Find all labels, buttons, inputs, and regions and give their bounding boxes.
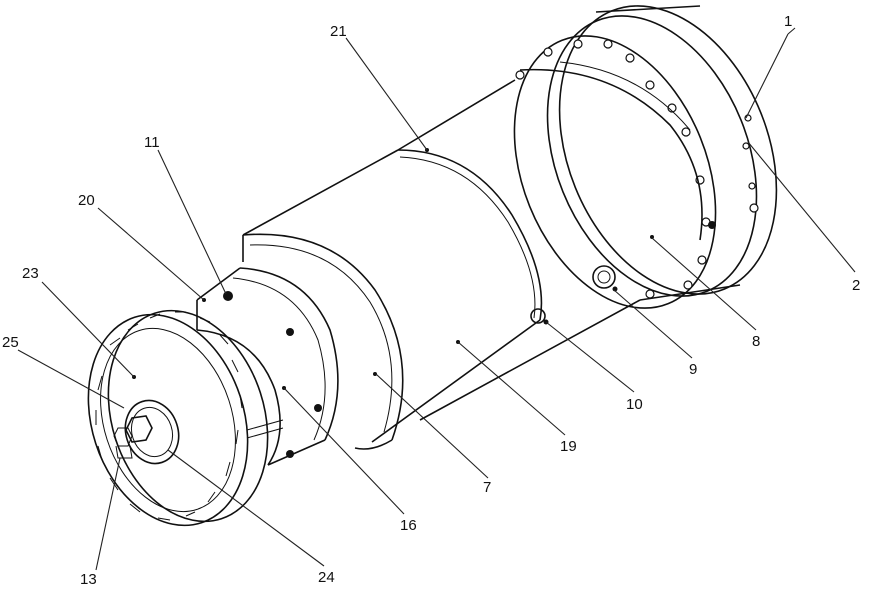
label-7: 7 [483,479,491,496]
part-labels: 1 2 7 8 9 10 11 13 16 19 20 21 23 24 25 [2,13,860,588]
saw-blade [87,309,269,527]
label-20: 20 [78,192,95,209]
leader-lines [17,27,856,571]
label-23: 23 [22,265,39,282]
label-10: 10 [626,396,643,413]
label-21: 21 [330,23,347,40]
label-1: 1 [784,13,792,30]
label-9: 9 [689,361,697,378]
label-24: 24 [318,569,335,586]
label-11: 11 [144,134,160,151]
rear-flange [513,5,778,309]
blade-hub [113,399,180,465]
label-25: 25 [2,334,19,351]
label-13: 13 [80,571,97,588]
label-16: 16 [400,517,417,534]
label-19: 19 [560,438,577,455]
label-2: 2 [852,277,860,294]
main-housing [242,61,703,450]
label-8: 8 [752,333,760,350]
